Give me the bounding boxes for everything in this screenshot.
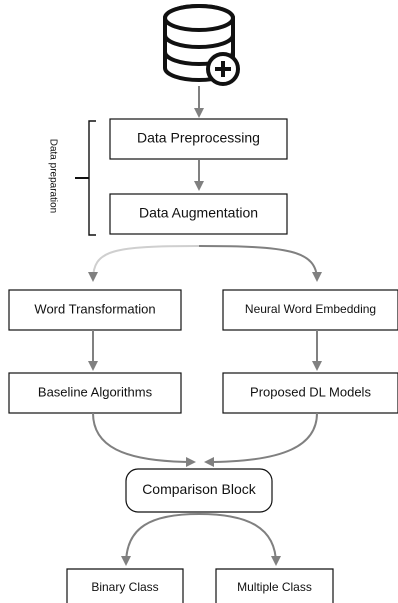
baseline-algorithms-label: Baseline Algorithms [38, 384, 153, 399]
arrow-proposed-to-comparison [204, 412, 318, 467]
arrow-comparison-to-multiple-class [198, 513, 281, 566]
data-preprocessing-box: Data Preprocessing [109, 118, 288, 160]
data-augmentation-label: Data Augmentation [139, 205, 258, 221]
binary-class-label: Binary Class [91, 580, 158, 594]
neural-word-embedding-box: Neural Word Embedding [222, 289, 398, 331]
arrow-baseline-to-comparison [92, 412, 196, 467]
neural-word-embedding-label: Neural Word Embedding [245, 302, 376, 316]
word-transformation-label: Word Transformation [34, 301, 155, 316]
proposed-dl-models-box: Proposed DL Models [222, 372, 398, 414]
database-add-icon [163, 4, 240, 86]
data-preprocessing-label: Data Preprocessing [137, 130, 260, 146]
data-preparation-bracket [88, 120, 96, 236]
arrow-comparison-to-binary-class [121, 513, 200, 566]
data-augmentation-box: Data Augmentation [109, 193, 288, 235]
multiple-class-box: Multiple Class [215, 568, 334, 603]
comparison-block-label: Comparison Block [142, 481, 257, 497]
comparison-block-box: Comparison Block [125, 468, 273, 513]
baseline-algorithms-box: Baseline Algorithms [8, 372, 182, 414]
word-transformation-box: Word Transformation [8, 289, 182, 331]
multiple-class-label: Multiple Class [237, 580, 312, 594]
arrow-augmentation-to-neural-word-embedding [198, 245, 322, 282]
proposed-dl-models-label: Proposed DL Models [250, 384, 371, 399]
arrow-augmentation-to-word-transformation [88, 245, 200, 282]
data-preparation-label: Data preparation [47, 139, 58, 214]
binary-class-box: Binary Class [66, 568, 184, 603]
